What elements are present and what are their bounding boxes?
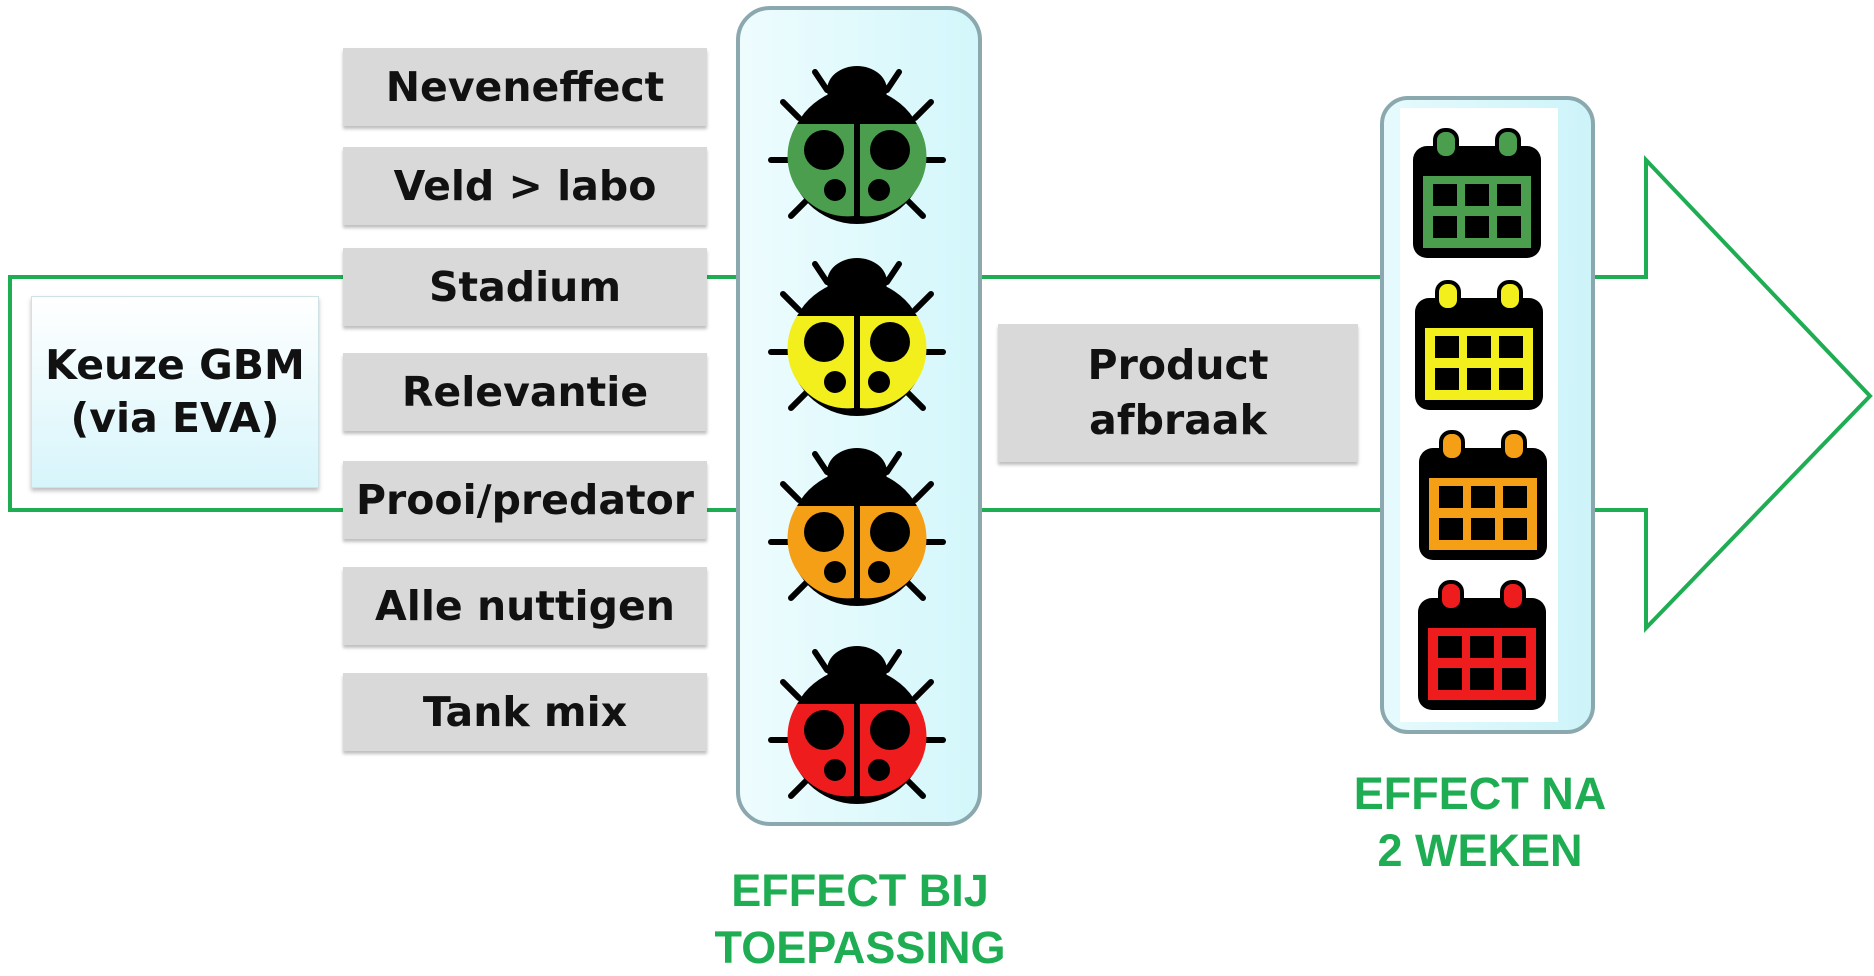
- gbm-choice-line1: Keuze GBM: [45, 341, 305, 389]
- factor-relevantie: Relevantie: [343, 353, 707, 431]
- ladybug-icon-red: [767, 632, 947, 812]
- calendar-icon-red: [1418, 580, 1546, 710]
- factor-veld-labo: Veld > labo: [343, 147, 707, 225]
- label-effect-after-two-weeks-line2: 2 WEKEN: [1377, 825, 1583, 876]
- gbm-choice-box: Keuze GBM (via EVA): [31, 296, 319, 488]
- label-effect-at-application-line2: TOEPASSING: [714, 922, 1006, 973]
- product-breakdown-line2: afbraak: [1089, 396, 1267, 444]
- label-effect-at-application-line1: EFFECT BIJ: [731, 865, 989, 916]
- calendar-icon-green: [1413, 128, 1541, 258]
- ladybug-icon-green: [767, 52, 947, 232]
- label-effect-after-two-weeks-line1: EFFECT NA: [1353, 768, 1607, 819]
- calendar-icon-orange: [1419, 430, 1547, 560]
- factor-prooi-predator: Prooi/predator: [343, 461, 707, 539]
- calendar-icon-yellow: [1415, 280, 1543, 410]
- gbm-choice-line2: (via EVA): [70, 394, 280, 442]
- product-breakdown-line1: Product: [1087, 341, 1269, 389]
- ladybug-icon-yellow: [767, 244, 947, 424]
- factor-alle-nuttigen: Alle nuttigen: [343, 567, 707, 645]
- product-breakdown-box: Product afbraak: [998, 324, 1358, 462]
- ladybug-icon-orange: [767, 434, 947, 614]
- factor-neveneffect: Neveneffect: [343, 48, 707, 126]
- label-effect-at-application: EFFECT BIJ TOEPASSING: [660, 862, 1060, 976]
- factor-stadium: Stadium: [343, 248, 707, 326]
- factor-tank-mix: Tank mix: [343, 673, 707, 751]
- label-effect-after-two-weeks: EFFECT NA 2 WEKEN: [1280, 765, 1680, 879]
